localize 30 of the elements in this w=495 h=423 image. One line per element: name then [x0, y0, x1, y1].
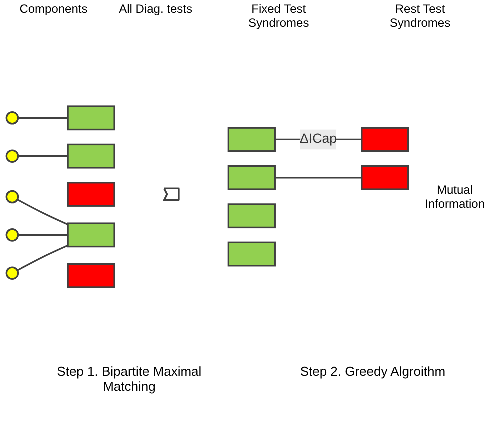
node-box [228, 204, 276, 229]
node-circle [6, 266, 20, 280]
node-box [361, 165, 410, 190]
connector [17, 244, 68, 272]
node-box [228, 127, 276, 152]
node-box [67, 263, 116, 288]
connector [18, 117, 68, 119]
node-circle [6, 150, 20, 163]
column-heading: Rest Test Syndromes [388, 2, 452, 30]
node-circle [6, 190, 20, 204]
node-box [361, 127, 410, 152]
step-caption: Step 1. Bipartite Maximal Matching [56, 364, 203, 394]
node-box [228, 242, 276, 267]
step-caption: Step 2. Greedy Algroithm [300, 364, 446, 381]
note-label: Mutual Information [424, 183, 486, 211]
node-circle [6, 228, 20, 242]
node-box [67, 144, 116, 169]
column-heading: Fixed Test Syndromes [248, 2, 310, 30]
node-box [67, 222, 116, 248]
edge-label: ΔICap [300, 132, 337, 146]
node-circle [6, 112, 20, 125]
node-box [67, 106, 116, 131]
connector [18, 156, 68, 158]
node-box [67, 182, 116, 207]
connector [18, 234, 68, 236]
node-box [228, 165, 276, 190]
column-heading: Components [20, 2, 88, 18]
column-heading: All Diag. tests [119, 2, 192, 18]
connector [17, 199, 68, 226]
connector [275, 177, 362, 179]
